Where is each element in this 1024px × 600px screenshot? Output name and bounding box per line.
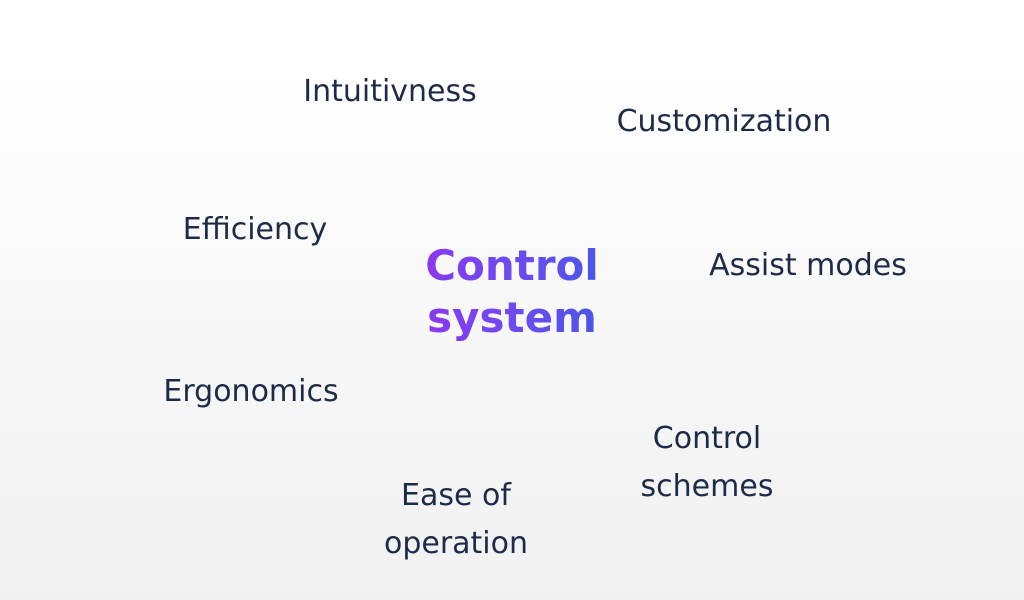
- term-intuitivness: Intuitivness: [303, 74, 477, 109]
- term-ease-of-operation: Ease of operation: [383, 478, 529, 561]
- term-customization: Customization: [616, 104, 832, 139]
- term-ergonomics: Ergonomics: [163, 374, 339, 409]
- term-assist-modes: Assist modes: [709, 248, 907, 283]
- term-efficiency: Efficiency: [182, 212, 328, 247]
- term-control-schemes: Control schemes: [640, 421, 774, 504]
- central-topic: Control system: [425, 241, 599, 342]
